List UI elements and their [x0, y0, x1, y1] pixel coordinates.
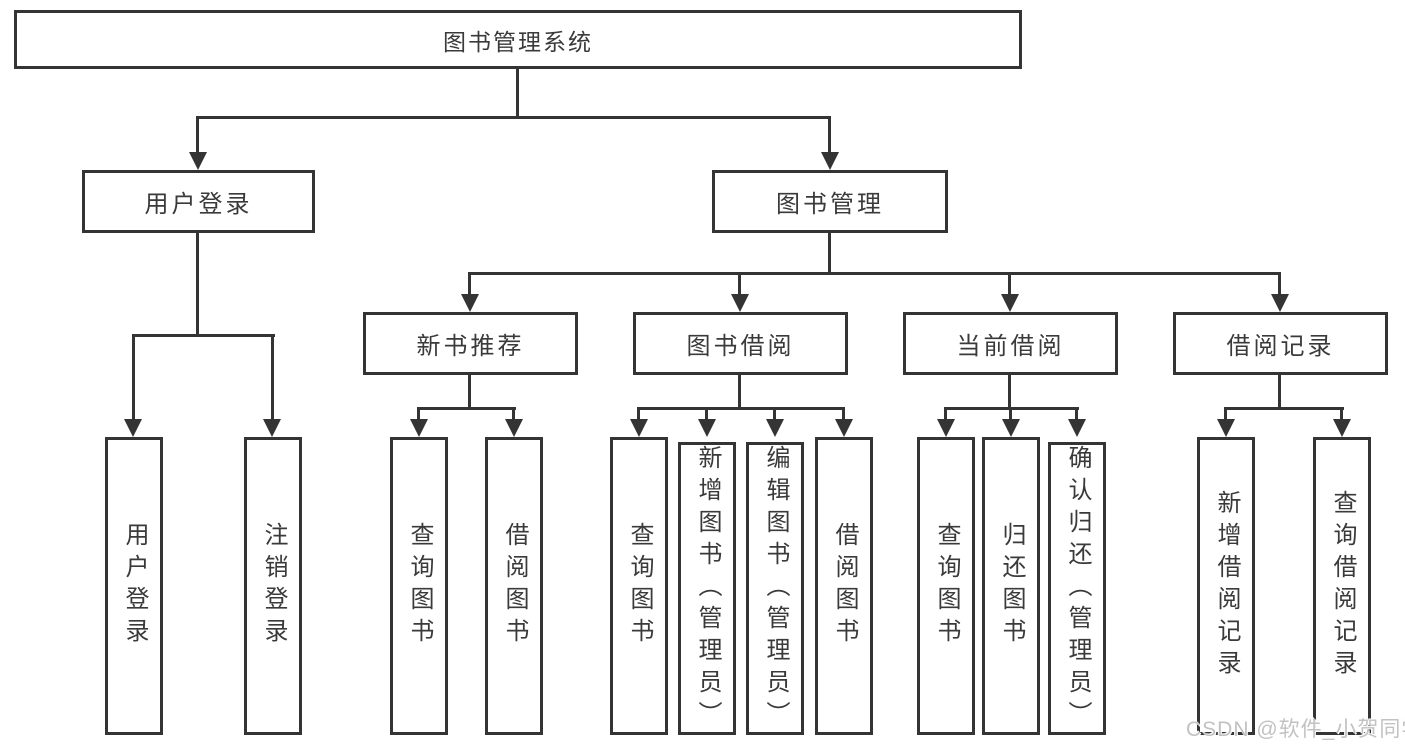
arrowhead — [1271, 294, 1289, 312]
connector — [468, 272, 471, 296]
connector — [1224, 407, 1344, 410]
connector — [1009, 407, 1012, 421]
leaf-add-borrow-record: 新增借阅记录 — [1197, 437, 1255, 735]
arrowhead — [1001, 294, 1019, 312]
connector — [828, 232, 831, 274]
connector — [196, 116, 831, 119]
arrowhead — [731, 294, 749, 312]
leaf-borrow-books-borrowing: 借阅图书 — [815, 437, 873, 735]
arrowhead — [410, 419, 428, 437]
leaf-label: 借阅图书 — [501, 522, 528, 650]
node-root: 图书管理系统 — [14, 10, 1022, 69]
connector — [944, 407, 947, 421]
csdn-watermark: CSDN @软件_小贺同学 — [1186, 718, 1405, 741]
connector — [828, 116, 831, 154]
arrowhead — [766, 419, 784, 437]
node-user-login: 用户登录 — [82, 170, 315, 233]
leaf-label: 注销登录 — [260, 522, 287, 650]
connector — [271, 334, 274, 421]
connector — [1278, 374, 1281, 409]
leaf-label: 新增图书（管理员） — [694, 445, 721, 733]
connector — [196, 232, 199, 336]
connector — [842, 407, 845, 421]
arrowhead — [698, 419, 716, 437]
leaf-add-book-admin: 新增图书（管理员） — [678, 442, 736, 735]
leaf-query-books-borrowing: 查询图书 — [610, 437, 668, 735]
arrowhead — [1068, 419, 1086, 437]
arrowhead — [461, 294, 479, 312]
connector — [512, 407, 515, 421]
connector — [417, 407, 420, 421]
connector — [738, 374, 741, 409]
leaf-user-login: 用户登录 — [105, 437, 163, 735]
leaf-return-books: 归还图书 — [982, 437, 1040, 735]
connector — [637, 407, 640, 421]
connector — [516, 68, 519, 117]
leaf-label: 查询借阅记录 — [1329, 490, 1356, 682]
connector — [1278, 272, 1281, 296]
leaf-label: 查询图书 — [626, 522, 653, 650]
arrowhead — [505, 419, 523, 437]
arrowhead — [937, 419, 955, 437]
connector — [1224, 407, 1227, 421]
leaf-edit-book-admin: 编辑图书（管理员） — [746, 442, 804, 735]
node-book-borrowing: 图书借阅 — [633, 312, 848, 375]
arrowhead — [263, 419, 281, 437]
node-borrowing-records: 借阅记录 — [1173, 312, 1388, 375]
node-new-book-recommend: 新书推荐 — [363, 312, 578, 375]
arrowhead — [1002, 419, 1020, 437]
leaf-confirm-return-admin: 确认归还（管理员） — [1048, 442, 1106, 735]
connector — [417, 407, 516, 410]
arrowhead — [1217, 419, 1235, 437]
arrowhead — [124, 419, 142, 437]
connector — [1008, 272, 1011, 296]
leaf-borrow-books-recommend: 借阅图书 — [485, 437, 543, 735]
connector — [132, 334, 275, 337]
leaf-query-borrow-record: 查询借阅记录 — [1313, 437, 1371, 735]
arrowhead — [630, 419, 648, 437]
connector — [1075, 407, 1078, 421]
leaf-label: 新增借阅记录 — [1213, 490, 1240, 682]
arrowhead — [1333, 419, 1351, 437]
connector — [738, 272, 741, 296]
connector — [705, 407, 708, 421]
leaf-label: 确认归还（管理员） — [1064, 445, 1091, 733]
connector — [132, 334, 135, 421]
leaf-label: 借阅图书 — [831, 522, 858, 650]
leaf-query-books-current: 查询图书 — [917, 437, 975, 735]
connector — [196, 116, 199, 154]
leaf-logout: 注销登录 — [244, 437, 302, 735]
leaf-label: 归还图书 — [998, 522, 1025, 650]
leaf-label: 查询图书 — [406, 522, 433, 650]
connector — [637, 407, 845, 410]
arrowhead — [821, 152, 839, 170]
connector — [468, 272, 1281, 275]
connector — [468, 374, 471, 409]
connector — [773, 407, 776, 421]
connector — [1340, 407, 1343, 421]
arrowhead — [835, 419, 853, 437]
leaf-query-books-recommend: 查询图书 — [390, 437, 448, 735]
node-book-management: 图书管理 — [712, 170, 948, 233]
leaf-label: 用户登录 — [121, 522, 148, 650]
node-current-borrowing: 当前借阅 — [903, 312, 1118, 375]
arrowhead — [189, 152, 207, 170]
leaf-label: 编辑图书（管理员） — [762, 445, 789, 733]
connector — [1008, 374, 1011, 409]
leaf-label: 查询图书 — [933, 522, 960, 650]
